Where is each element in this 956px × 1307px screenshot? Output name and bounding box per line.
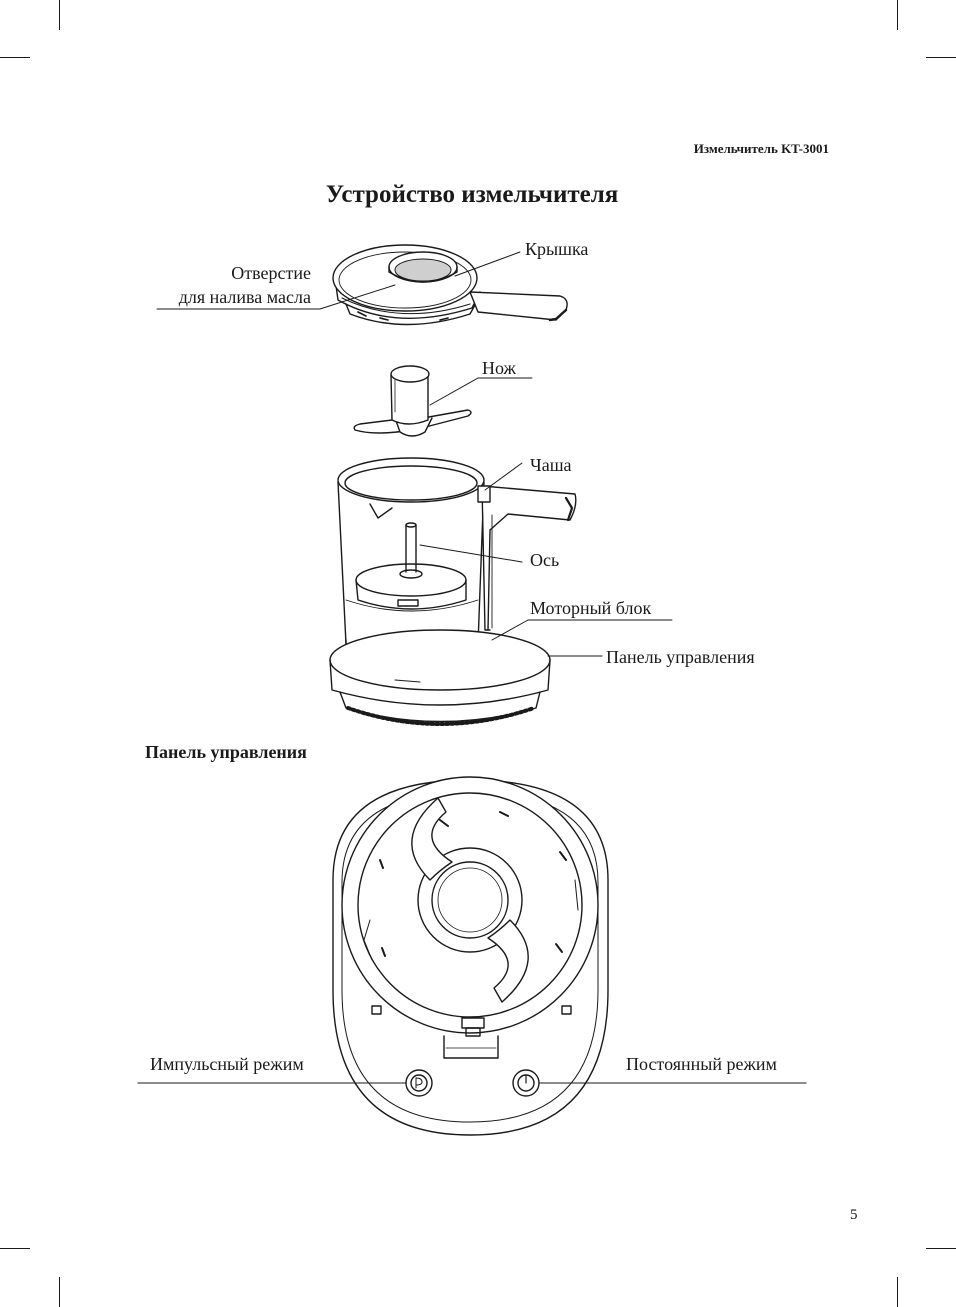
label-lid: Крышка xyxy=(525,239,589,259)
label-axis: Ось xyxy=(530,550,560,570)
label-knife: Нож xyxy=(482,358,516,378)
label-oil-hole-line2: для налива масла xyxy=(178,287,311,307)
label-control-panel: Панель управления xyxy=(606,647,755,667)
lid-drawing xyxy=(332,244,568,326)
crop-mark-br-v xyxy=(897,1277,898,1307)
label-bowl: Чаша xyxy=(530,455,572,475)
label-motor-block: Моторный блок xyxy=(530,598,652,618)
control-panel-heading: Панель управления xyxy=(145,742,307,762)
crop-mark-bl-v xyxy=(59,1277,60,1307)
crop-mark-tr-h xyxy=(926,57,956,58)
motor-base-drawing xyxy=(329,629,551,726)
top-view-drawing xyxy=(332,776,609,1136)
page-number: 5 xyxy=(850,1207,858,1223)
device-leader-lines xyxy=(156,251,673,657)
crop-mark-br-h xyxy=(926,1248,956,1249)
crop-mark-tl-v xyxy=(59,0,60,30)
label-constant-mode: Постоянный режим xyxy=(626,1054,777,1074)
page-title: Устройство измельчителя xyxy=(325,181,619,208)
crop-mark-tl-h xyxy=(0,57,30,58)
crop-mark-tr-v xyxy=(897,0,898,30)
crop-mark-bl-h xyxy=(0,1248,30,1249)
running-header: Измельчитель KT-3001 xyxy=(693,141,829,156)
knife-drawing xyxy=(353,365,472,437)
label-oil-hole-line1: Отверстие xyxy=(231,263,311,283)
label-pulse-mode: Импульсный режим xyxy=(150,1054,304,1074)
